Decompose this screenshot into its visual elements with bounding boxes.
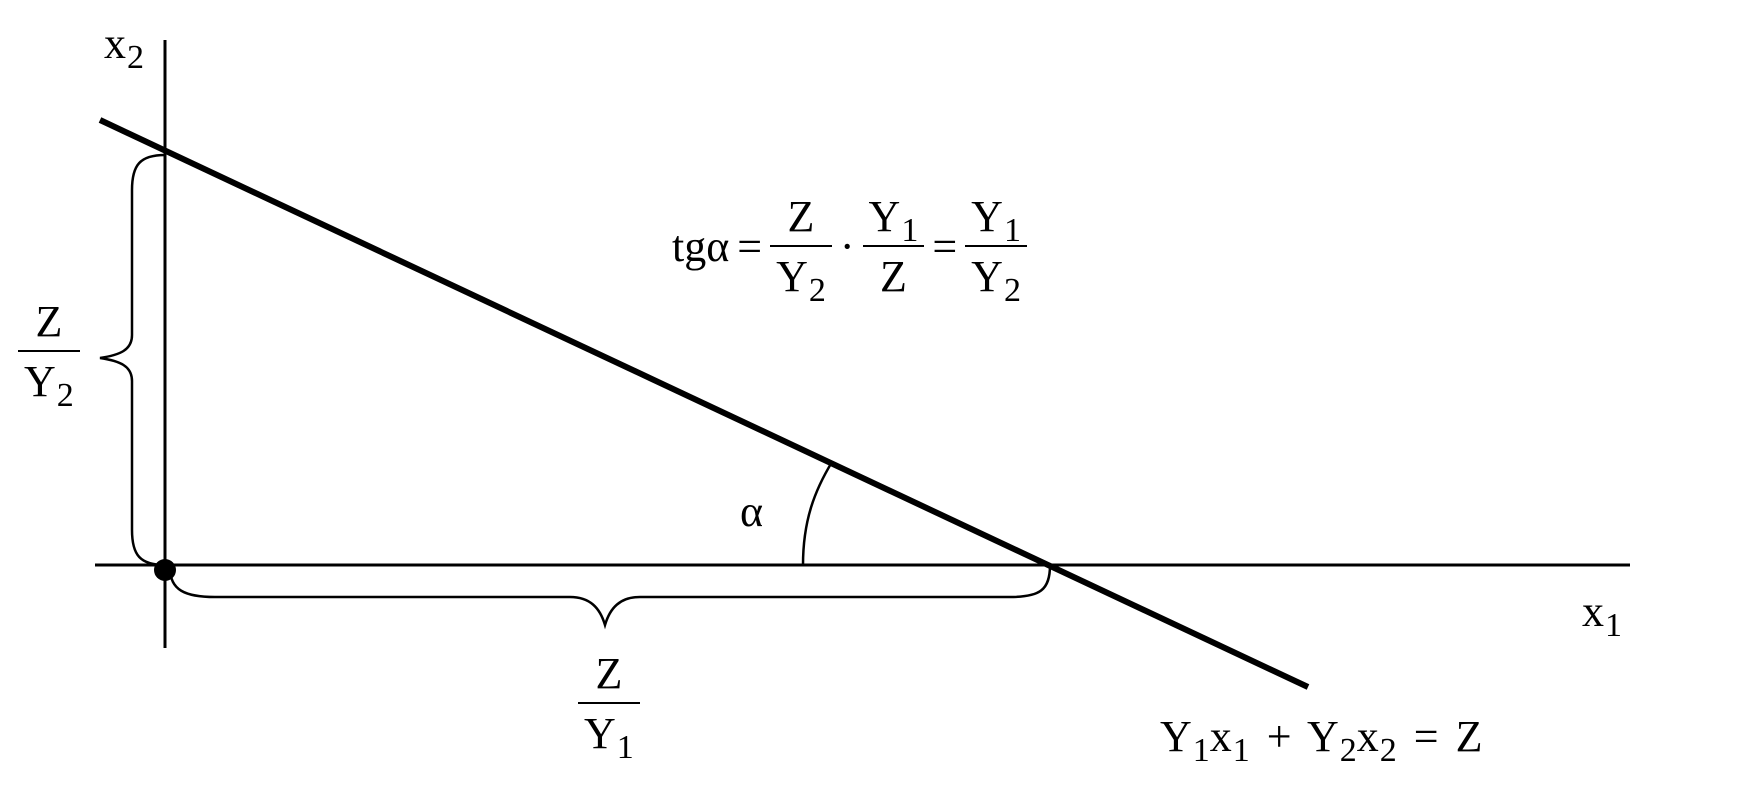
tangent-fraction-1: Z Y2 bbox=[770, 195, 832, 308]
tangent-fraction-2: Y1 Z bbox=[862, 195, 925, 299]
left-fraction-num: Z bbox=[35, 297, 63, 346]
x1-base: x bbox=[1582, 587, 1604, 636]
angle-label: α bbox=[740, 487, 764, 536]
tangent-dot: · bbox=[839, 222, 855, 271]
tangent-fraction-3: Y1 Y2 bbox=[965, 195, 1027, 308]
tangent-formula: tgα = Z Y2 · Y1 Z = Y1 Y2 bbox=[672, 195, 1027, 308]
x2-axis-label: x2 bbox=[104, 19, 144, 75]
budget-line bbox=[98, 117, 1310, 690]
tangent-lhs: tgα bbox=[672, 222, 730, 271]
bottom-fraction-den: Y1 bbox=[584, 709, 634, 766]
horizontal-brace bbox=[168, 564, 1052, 630]
angle-arc bbox=[801, 461, 834, 566]
bottom-fraction-num: Z bbox=[595, 649, 623, 698]
origin-point bbox=[154, 559, 176, 581]
x1-axis-label: x1 bbox=[1582, 587, 1622, 643]
line-equation: Y1x1 + Y2x2 = Z bbox=[1160, 712, 1483, 769]
bottom-fraction-bar bbox=[578, 702, 640, 704]
x2-sub: 2 bbox=[127, 39, 144, 76]
left-fraction-bar bbox=[18, 350, 80, 352]
left-fraction: Z Y2 bbox=[18, 297, 80, 414]
left-fraction-den: Y2 bbox=[24, 357, 74, 414]
bottom-fraction: Z Y1 bbox=[578, 649, 640, 766]
tangent-eq-1: = bbox=[737, 222, 763, 271]
vertical-brace bbox=[99, 153, 166, 567]
tangent-eq-2: = bbox=[932, 222, 958, 271]
x2-base: x bbox=[104, 19, 126, 68]
x1-sub: 1 bbox=[1605, 607, 1622, 644]
